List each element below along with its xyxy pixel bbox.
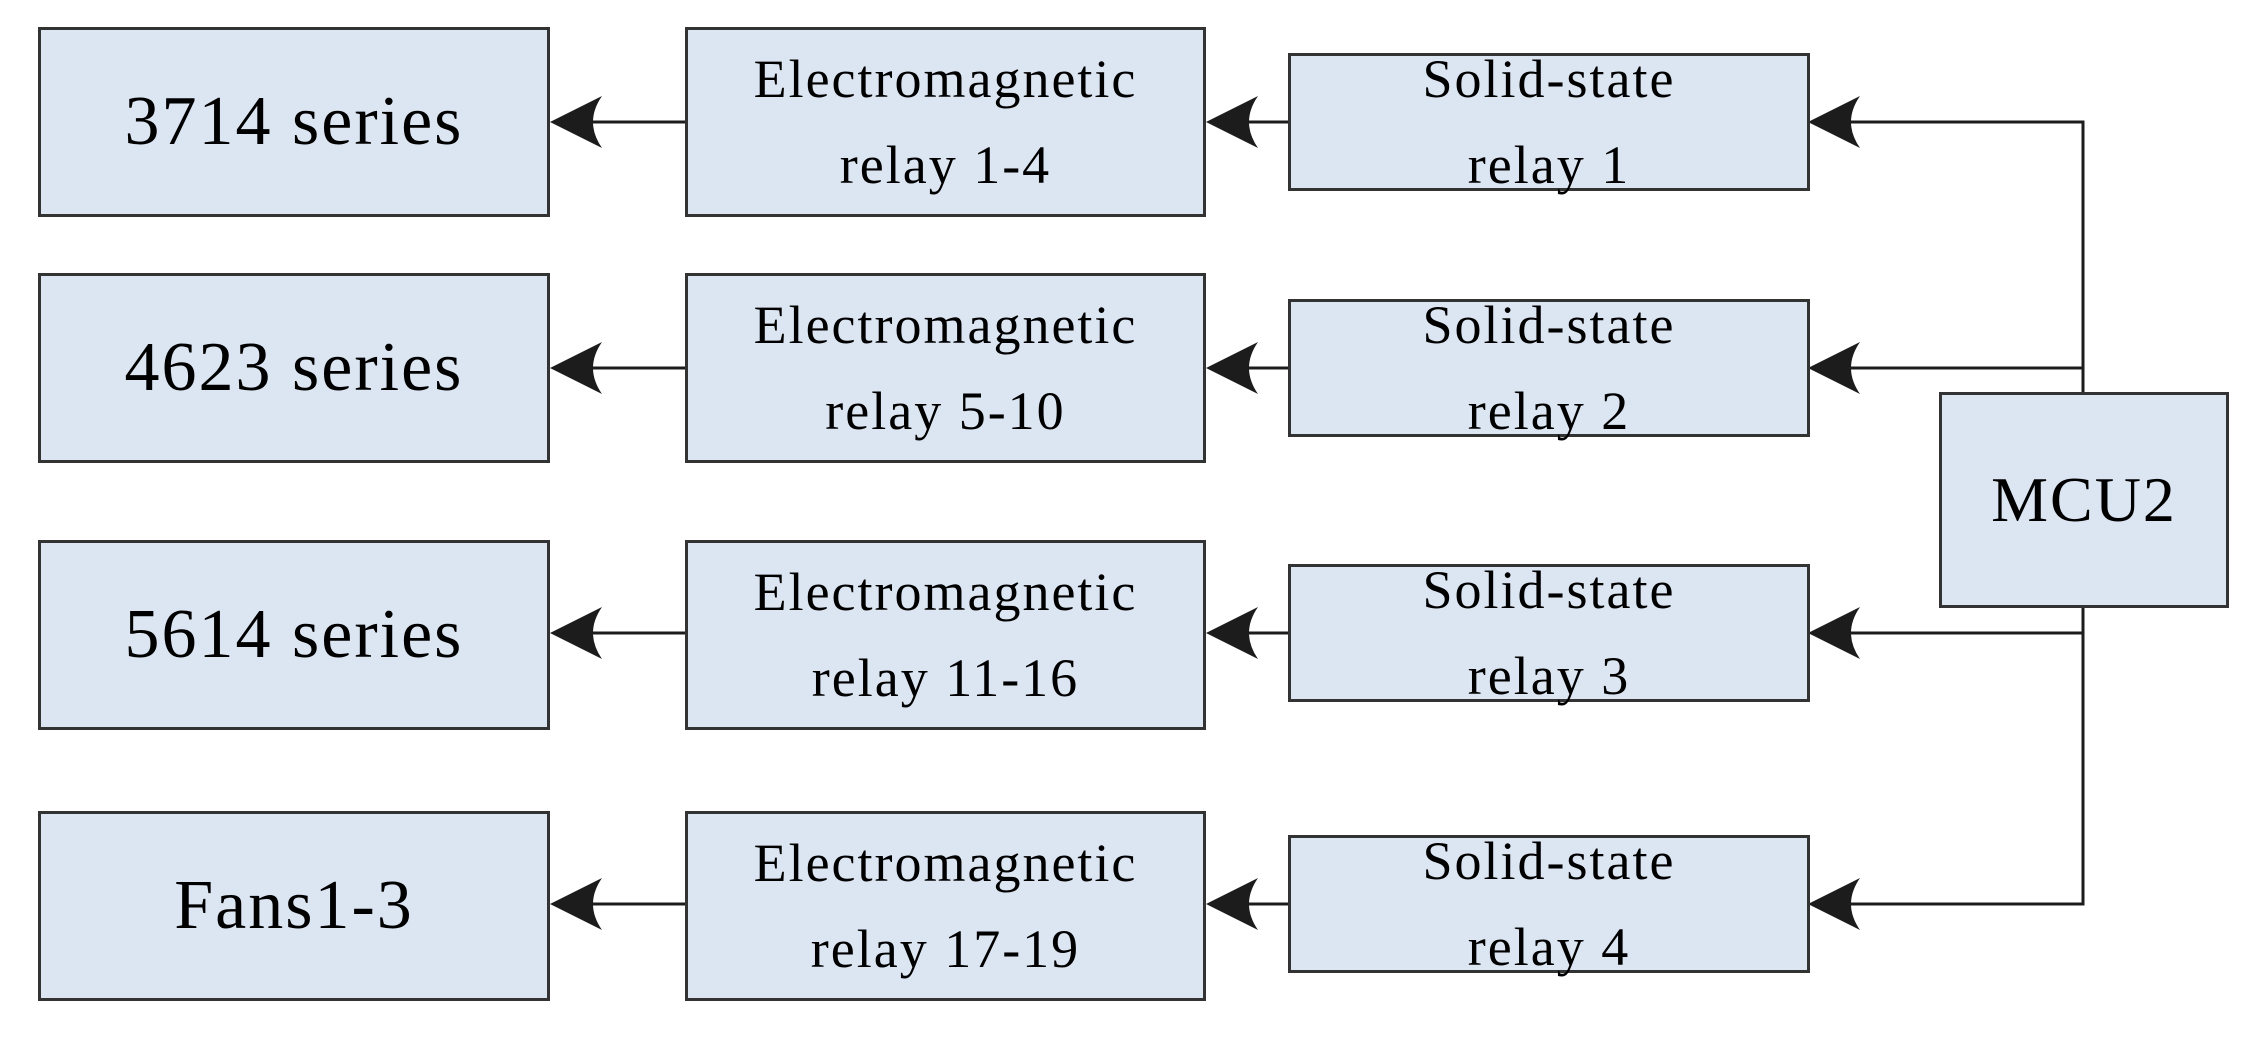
- node-em-relay-1-4: Electromagnetic relay 1-4: [685, 27, 1206, 217]
- node-label: Electromagnetic relay 17-19: [753, 832, 1138, 979]
- arrowhead-into-ssr3: [1808, 607, 1860, 659]
- node-fans-1-3: Fans1-3: [38, 811, 550, 1001]
- node-mcu2: MCU2: [1939, 392, 2229, 608]
- arrowhead-into-em1: [1206, 96, 1258, 148]
- node-em-relay-11-16: Electromagnetic relay 11-16: [685, 540, 1206, 730]
- node-label: 4623 series: [124, 329, 464, 406]
- node-label: Electromagnetic relay 11-16: [753, 561, 1138, 708]
- node-label: Solid-state relay 2: [1422, 294, 1676, 441]
- arrowhead-into-em2: [1206, 342, 1258, 394]
- node-label: MCU2: [1991, 464, 2177, 535]
- arrowhead-into-em3: [1206, 607, 1258, 659]
- arrowhead-into-output1: [550, 96, 602, 148]
- arrowhead-into-output2: [550, 342, 602, 394]
- node-4623-series: 4623 series: [38, 273, 550, 463]
- node-label: Solid-state relay 4: [1422, 830, 1676, 977]
- node-3714-series: 3714 series: [38, 27, 550, 217]
- arrowhead-into-ssr4: [1808, 878, 1860, 930]
- node-label: Electromagnetic relay 5-10: [753, 294, 1138, 441]
- arrowhead-into-output3: [550, 607, 602, 659]
- node-ssr-1: Solid-state relay 1: [1288, 49, 1810, 195]
- node-label: Solid-state relay 3: [1422, 559, 1676, 706]
- node-em-relay-5-10: Electromagnetic relay 5-10: [685, 273, 1206, 463]
- node-em-relay-17-19: Electromagnetic relay 17-19: [685, 811, 1206, 1001]
- node-label: 5614 series: [124, 596, 464, 673]
- arrowhead-into-em4: [1206, 878, 1258, 930]
- node-ssr-3: Solid-state relay 3: [1288, 560, 1810, 706]
- node-label: Fans1-3: [174, 867, 414, 944]
- node-label: Electromagnetic relay 1-4: [753, 48, 1138, 195]
- node-label: 3714 series: [124, 83, 464, 160]
- node-ssr-4: Solid-state relay 4: [1288, 831, 1810, 977]
- node-5614-series: 5614 series: [38, 540, 550, 730]
- arrowhead-into-ssr1: [1808, 96, 1860, 148]
- arrowhead-into-ssr2: [1808, 342, 1860, 394]
- arrowhead-into-output4: [550, 878, 602, 930]
- node-label: Solid-state relay 1: [1422, 48, 1676, 195]
- node-ssr-2: Solid-state relay 2: [1288, 295, 1810, 441]
